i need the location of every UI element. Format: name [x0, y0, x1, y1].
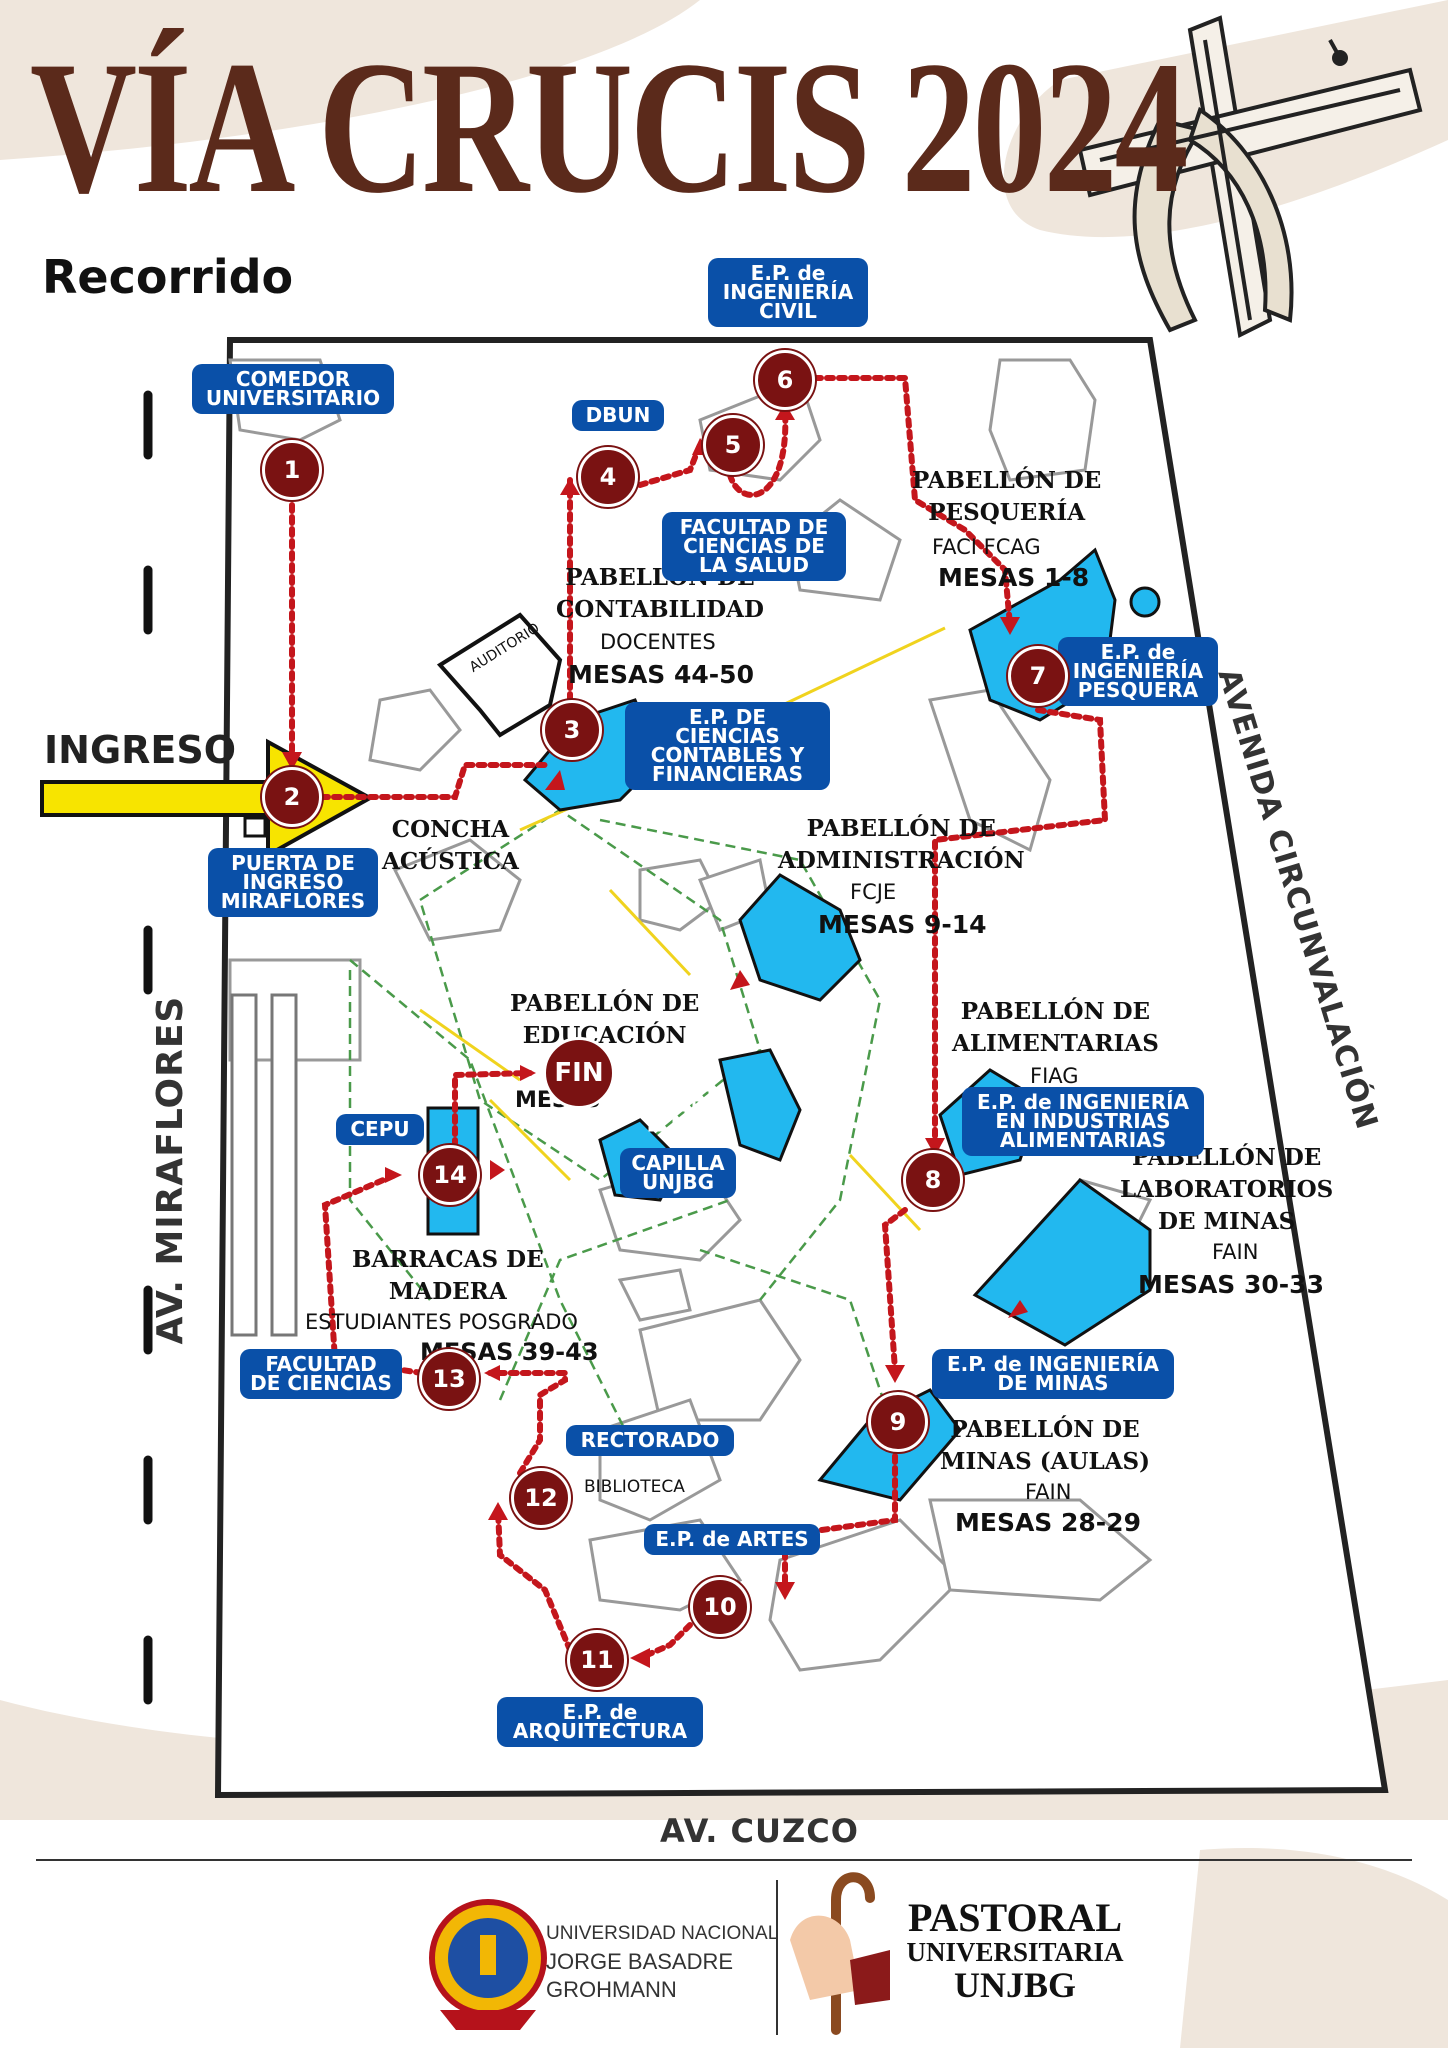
station-7: 7 — [1008, 646, 1068, 706]
pastoral-logo-text: PASTORAL UNIVERSITARIA UNJBG — [905, 1895, 1125, 2005]
station-13: 13 — [419, 1349, 479, 1409]
university-name: UNIVERSIDAD NACIONAL JORGE BASADRE GROHM… — [546, 1920, 778, 2004]
label-rectorado: RECTORADO — [566, 1425, 734, 1456]
pabellon-minas-aulas: PABELLÓN DE MINAS (AULAS) — [940, 1416, 1150, 1475]
barracas-faculty: ESTUDIANTES POSGRADO — [305, 1310, 578, 1334]
label-dbun: DBUN — [572, 400, 664, 431]
label-salud: FACULTAD DE CIENCIAS DE LA SALUD — [662, 512, 846, 581]
administracion-faculty: FCJE — [850, 880, 897, 904]
lab-minas-tables: MESAS 30-33 — [1138, 1270, 1324, 1299]
pesqueria-faculty: FACI FCAG — [932, 535, 1041, 559]
pabellon-administracion: PABELLÓN DE ADMINISTRACIÓN — [778, 815, 1025, 874]
contabilidad-faculty: DOCENTES — [600, 630, 716, 654]
pabellon-alimentarias: PABELLÓN DE ALIMENTARIAS — [952, 998, 1159, 1057]
pastoral-line3: UNJBG — [953, 1965, 1076, 2005]
alimentarias-faculty: FIAG — [1030, 1064, 1079, 1088]
label-civil: E.P. de INGENIERÍA CIVIL — [708, 258, 868, 327]
label-pesquera: E.P. de INGENIERÍA PESQUERA — [1058, 637, 1218, 706]
street-miraflores: AV. MIRAFLORES — [150, 995, 191, 1345]
label-cepu: CEPU — [336, 1114, 424, 1145]
station-10: 10 — [690, 1577, 750, 1637]
end-marker: FIN — [543, 1037, 615, 1109]
poster-title: VÍA CRUCIS 2024 — [30, 23, 1189, 233]
label-arquitectura: E.P. de ARQUITECTURA — [497, 1697, 703, 1747]
label-minas: E.P. de INGENIERÍA DE MINAS — [932, 1349, 1174, 1399]
label-puerta: PUERTA DE INGRESO MIRAFLORES — [208, 848, 378, 917]
station-1: 1 — [262, 440, 322, 500]
street-cuzco: AV. CUZCO — [660, 1812, 859, 1850]
university-name-line2: JORGE BASADRE — [546, 1949, 734, 1974]
concha-acustica: CONCHA ACÚSTICA — [382, 816, 519, 875]
pastoral-line2: UNIVERSITARIA — [906, 1937, 1124, 1967]
station-9: 9 — [868, 1392, 928, 1452]
entrance-label: INGRESO — [44, 728, 237, 772]
station-3: 3 — [542, 700, 602, 760]
pabellon-educacion: PABELLÓN DE EDUCACIÓN — [510, 990, 700, 1049]
barracas-madera: BARRACAS DE MADERA — [352, 1246, 544, 1305]
pabellon-lab-minas: PABELLÓN DE LABORATORIOS DE MINAS — [1120, 1144, 1334, 1235]
pabellon-pesqueria: PABELLÓN DE PESQUERÍA — [912, 467, 1102, 526]
label-artes: E.P. de ARTES — [644, 1524, 820, 1555]
poster-subtitle: Recorrido — [42, 250, 294, 304]
lab-minas-faculty: FAIN — [1212, 1240, 1259, 1264]
pastoral-line1: PASTORAL — [907, 1895, 1123, 1940]
biblioteca-label: BIBLIOTECA — [584, 1477, 685, 1497]
label-comedor: COMEDOR UNIVERSITARIO — [192, 364, 394, 414]
station-5: 5 — [703, 415, 763, 475]
label-alimentarias: E.P. de INGENIERÍA EN INDUSTRIAS ALIMENT… — [962, 1087, 1204, 1156]
contabilidad-tables: MESAS 44-50 — [568, 660, 754, 689]
chapel-icon — [643, 1055, 717, 1132]
station-8: 8 — [903, 1150, 963, 1210]
station-14: 14 — [420, 1145, 480, 1205]
station-12: 12 — [511, 1468, 571, 1528]
station-11: 11 — [567, 1630, 627, 1690]
administracion-tables: MESAS 9-14 — [818, 910, 987, 939]
university-seal-icon — [429, 1899, 547, 2030]
station-4: 4 — [578, 447, 638, 507]
pastoral-staff-icon — [790, 1872, 890, 2035]
station-2: 2 — [262, 767, 322, 827]
minas-aulas-faculty: FAIN — [1025, 1480, 1072, 1504]
label-ciencias: FACULTAD DE CIENCIAS — [240, 1349, 402, 1399]
pesqueria-tables: MESAS 1-8 — [938, 563, 1090, 592]
label-capilla: CAPILLA UNJBG — [620, 1148, 736, 1198]
station-6: 6 — [755, 350, 815, 410]
university-name-line1: UNIVERSIDAD NACIONAL — [546, 1923, 779, 1944]
minas-aulas-tables: MESAS 28-29 — [955, 1508, 1141, 1537]
label-contables: E.P. DE CIENCIAS CONTABLES Y FINANCIERAS — [625, 702, 830, 790]
university-name-line3: GROHMANN — [546, 1977, 677, 2002]
